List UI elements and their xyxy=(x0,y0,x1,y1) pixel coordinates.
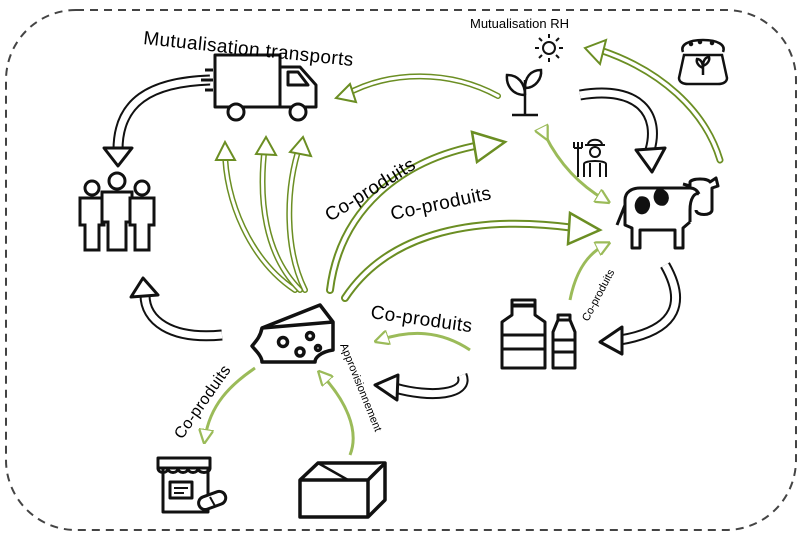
label-mutualisation-transports: Mutualisation transports xyxy=(142,28,354,71)
cow-icon xyxy=(615,176,720,250)
arrow-cheese-to-shop xyxy=(205,366,256,438)
dashed-border xyxy=(5,9,797,531)
farmer-icon xyxy=(573,138,607,177)
arrow-milk-to-cheese-coproduits xyxy=(380,333,471,352)
people-group-icon xyxy=(78,171,156,252)
feed-sack-icon xyxy=(677,38,729,86)
label-coproduits-right: Co-produits xyxy=(580,267,618,323)
label-mutualisation-rh: Mutualisation RH xyxy=(470,16,569,31)
light-green-arrows xyxy=(205,135,605,456)
arrow-cheese-to-workers xyxy=(139,294,223,342)
sun-icon xyxy=(535,34,563,62)
sprout-icon xyxy=(505,68,543,117)
green-flow-arrows xyxy=(214,38,724,302)
milk-bottles-icon xyxy=(500,298,577,370)
label-coproduits-left: Co-produits xyxy=(171,362,234,442)
cheese-icon xyxy=(250,303,335,364)
pharmacy-shop-icon xyxy=(156,456,228,514)
arrow-plant-cow-exchange xyxy=(545,135,605,200)
black-flow-arrows xyxy=(102,74,682,402)
box-icon xyxy=(298,461,387,519)
arrow-box-to-cheese xyxy=(322,375,355,456)
label-coproduits-lower: Co-produits xyxy=(369,302,474,337)
arrow-milk-to-cow-coproduits xyxy=(568,245,605,301)
label-coproduits-middle: Co-produits xyxy=(389,183,494,225)
truck-icon xyxy=(201,53,318,122)
